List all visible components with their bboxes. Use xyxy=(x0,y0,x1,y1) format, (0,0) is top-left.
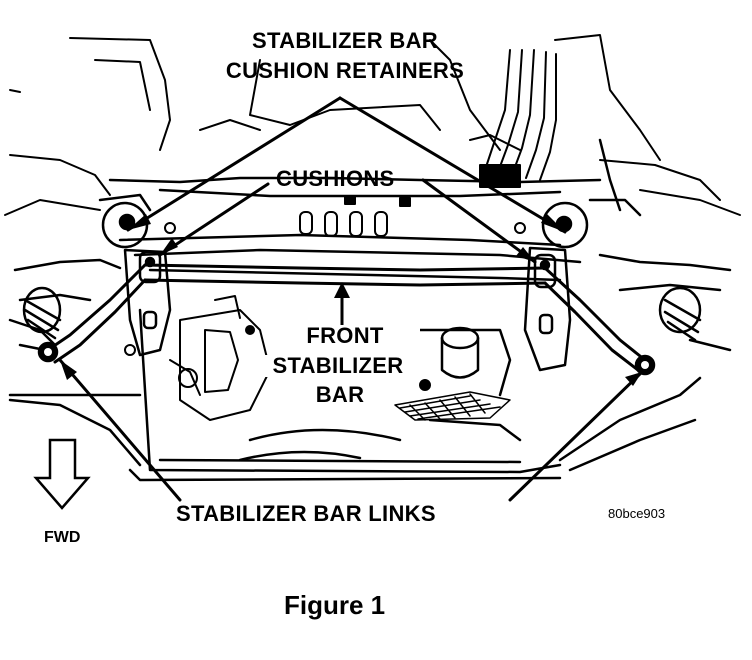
left-suspension xyxy=(8,193,152,363)
crossmember-slots xyxy=(299,195,411,237)
front-stabilizer-label-line2: STABILIZER xyxy=(258,355,418,377)
callout-arrows xyxy=(58,96,644,502)
crossmember xyxy=(108,176,602,482)
links-label: STABILIZER BAR LINKS xyxy=(174,501,438,526)
arrowheads xyxy=(60,213,642,386)
cylinder-component xyxy=(238,326,522,462)
right-bracket xyxy=(523,246,572,372)
cushions-label: CUSHIONS xyxy=(276,166,395,191)
right-suspension xyxy=(541,198,732,376)
figure-caption: Figure 1 xyxy=(284,590,386,620)
wiring-harness xyxy=(479,49,557,188)
figure-code-label: 80bce903 xyxy=(608,506,666,521)
retainers-label-line1: STABILIZER BAR xyxy=(252,28,438,53)
bolts xyxy=(124,222,526,391)
fwd-label: FWD xyxy=(44,529,81,546)
front-stabilizer-label-line3: BAR xyxy=(300,384,380,406)
fwd-arrow xyxy=(33,438,91,510)
front-stabilizer-label-line1: FRONT xyxy=(270,325,420,347)
steering-gear xyxy=(169,295,271,421)
lower-outline xyxy=(8,138,702,472)
hatched-plate xyxy=(394,391,511,421)
retainers-label-line2: CUSHION RETAINERS xyxy=(225,58,465,83)
